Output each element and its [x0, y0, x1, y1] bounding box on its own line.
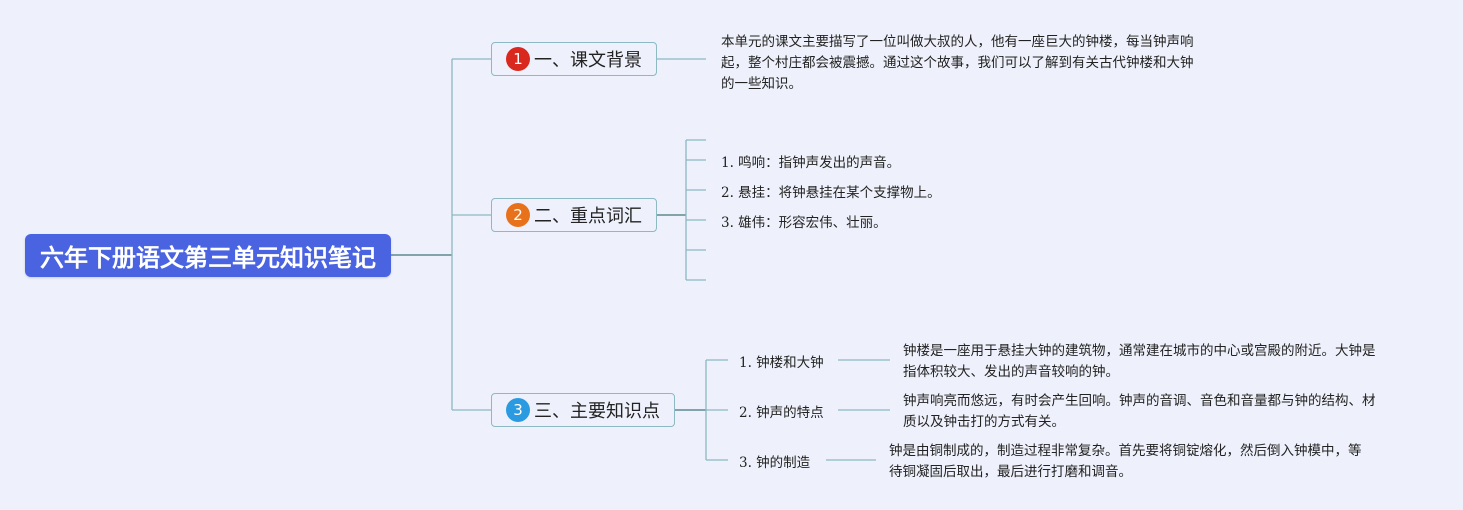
branch-label: 三、主要知识点	[534, 401, 660, 422]
branch-background[interactable]: 1 一、课文背景	[491, 42, 657, 76]
branch-key-points[interactable]: 3 三、主要知识点	[491, 393, 675, 427]
knowledge-item-detail: 钟楼是一座用于悬挂大钟的建筑物，通常建在城市的中心或宫殿的附近。大钟是 指体积较…	[903, 341, 1423, 383]
knowledge-item-title[interactable]: 3. 钟的制造	[739, 455, 811, 471]
number-two-badge-icon: 2	[506, 203, 530, 227]
description-line: 起，整个村庄都会被震撼。通过这个故事，我们可以了解到有关古代钟楼和大钟	[721, 55, 1194, 71]
detail-line: 钟声响亮而悠远，有时会产生回响。钟声的音调、音色和音量都与钟的结构、材	[903, 393, 1376, 409]
description-line: 的一些知识。	[721, 76, 802, 92]
branch-label: 一、课文背景	[534, 50, 642, 71]
knowledge-item-detail: 钟声响亮而悠远，有时会产生回响。钟声的音调、音色和音量都与钟的结构、材 质以及钟…	[903, 391, 1423, 433]
vocab-item[interactable]: 1. 鸣响：指钟声发出的声音。	[721, 155, 901, 171]
knowledge-item-title[interactable]: 1. 钟楼和大钟	[739, 355, 824, 371]
number-one-badge-icon: 1	[506, 47, 530, 71]
knowledge-item-title[interactable]: 2. 钟声的特点	[739, 405, 824, 421]
branch-label: 二、重点词汇	[534, 206, 642, 227]
root-title: 六年下册语文第三单元知识笔记	[40, 244, 376, 272]
vocab-item[interactable]: 3. 雄伟：形容宏伟、壮丽。	[721, 215, 887, 231]
description-line: 本单元的课文主要描写了一位叫做大叔的人，他有一座巨大的钟楼，每当钟声响	[721, 34, 1194, 50]
number-three-badge-icon: 3	[506, 398, 530, 422]
detail-line: 钟楼是一座用于悬挂大钟的建筑物，通常建在城市的中心或宫殿的附近。大钟是	[903, 343, 1376, 359]
background-description: 本单元的课文主要描写了一位叫做大叔的人，他有一座巨大的钟楼，每当钟声响 起，整个…	[721, 32, 1241, 95]
detail-line: 质以及钟击打的方式有关。	[903, 414, 1065, 430]
branch-vocabulary[interactable]: 2 二、重点词汇	[491, 198, 657, 232]
detail-line: 待铜凝固后取出，最后进行打磨和调音。	[889, 464, 1132, 480]
detail-line: 钟是由铜制成的，制造过程非常复杂。首先要将铜锭熔化，然后倒入钟模中，等	[889, 443, 1362, 459]
detail-line: 指体积较大、发出的声音较响的钟。	[903, 364, 1119, 380]
vocab-item[interactable]: 2. 悬挂：将钟悬挂在某个支撑物上。	[721, 185, 941, 201]
knowledge-item-detail: 钟是由铜制成的，制造过程非常复杂。首先要将铜锭熔化，然后倒入钟模中，等 待铜凝固…	[889, 441, 1409, 483]
root-node[interactable]: 六年下册语文第三单元知识笔记	[25, 234, 391, 277]
